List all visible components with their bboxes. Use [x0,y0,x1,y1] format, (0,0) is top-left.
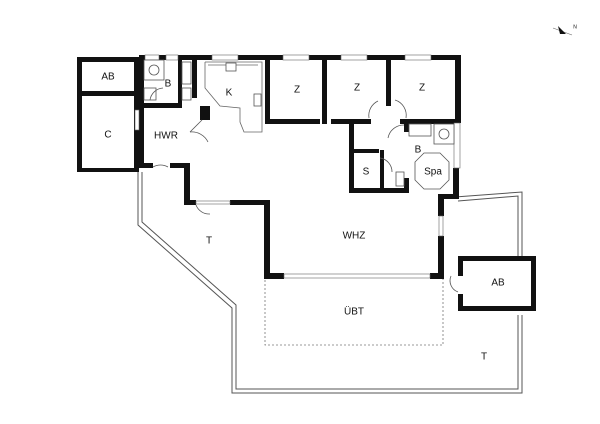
north-arrow-icon: N [552,24,577,36]
terrace-outline [137,172,523,394]
bath-fixtures-2 [395,123,455,190]
doors [149,87,459,293]
room-label-room-2: Z [354,83,360,94]
room-label-storage-right: AB [491,278,505,289]
room-label-terrace-left: T [206,236,212,247]
room-label-covered-terrace: ÜBT [344,306,364,318]
room-label-storage-top: AB [101,72,115,83]
room-label-room-3: Z [419,83,425,94]
room-label-living: WHZ [343,231,366,242]
room-label-bath-2: B [415,145,422,156]
room-label-kitchen: K [226,88,233,99]
bath-fixtures-1 [143,59,192,101]
storage-right-walls [458,256,536,311]
room-label-terrace-right: T [481,352,487,363]
room-label-utility: HWR [154,131,178,142]
kitchen-counter [204,61,263,133]
room-label-bath-1: B [165,79,172,90]
north-marker: N [573,24,577,30]
room-label-room-1: Z [294,85,300,96]
room-label-c: C [104,130,111,141]
room-label-spa: Spa [424,167,442,178]
room-label-s: S [363,167,370,178]
windows [134,54,461,279]
